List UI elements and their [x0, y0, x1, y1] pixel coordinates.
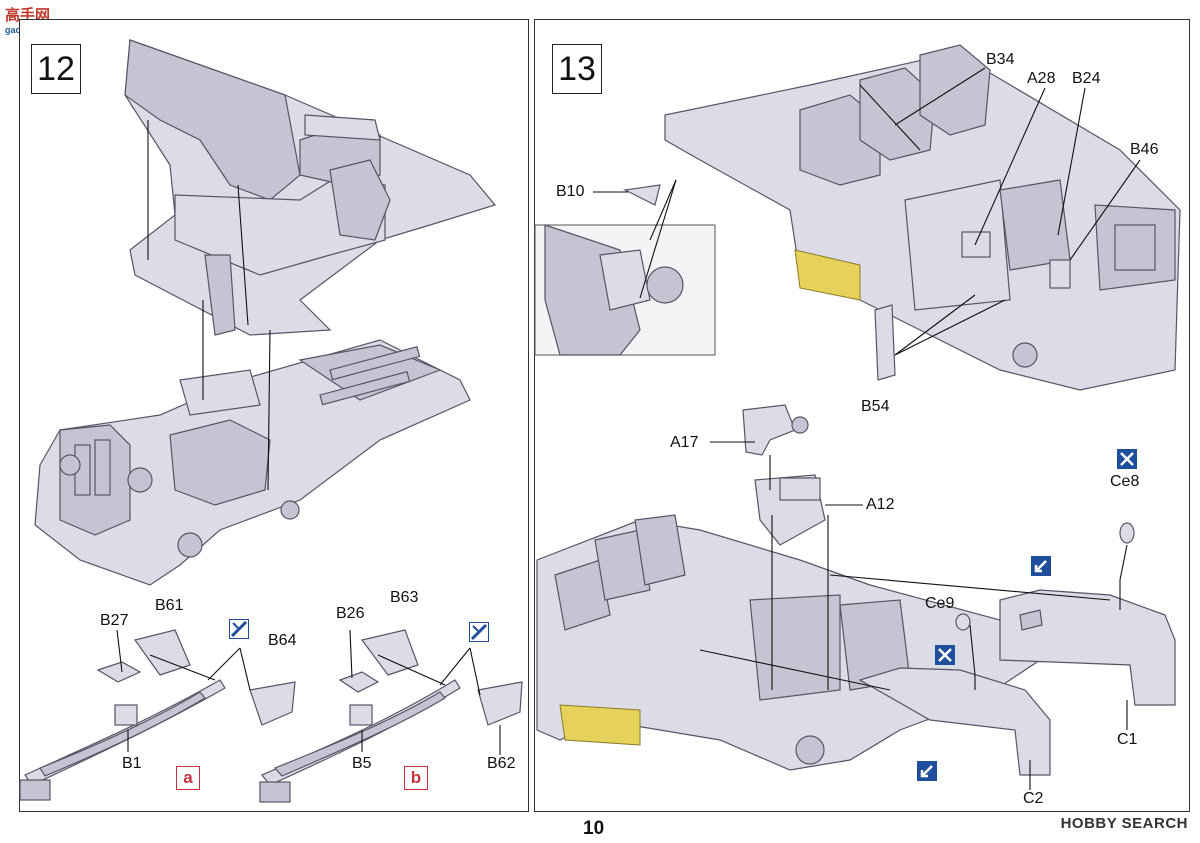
part-label-b10: B10 — [556, 183, 585, 200]
direction-icon — [1031, 556, 1051, 576]
cut-icon — [1117, 449, 1137, 469]
part-label-a17: A17 — [670, 434, 699, 451]
part-label-b63: B63 — [390, 589, 419, 606]
step13-detail-inset — [534, 179, 716, 356]
cut-icon — [935, 645, 955, 665]
part-label-b1: B1 — [122, 755, 142, 772]
glue-icon — [469, 622, 489, 642]
glue-icon — [229, 619, 249, 639]
step12-body-tub — [124, 39, 497, 336]
part-label-ce8: Ce8 — [1110, 473, 1140, 490]
step-12-number: 12 — [31, 44, 81, 94]
part-label-b46: B46 — [1130, 141, 1159, 158]
part-label-b62: B62 — [487, 755, 516, 772]
part-label-b61: B61 — [155, 597, 184, 614]
step12-leader-lines — [116, 120, 501, 755]
part-label-b24: B24 — [1072, 70, 1101, 87]
step12-chassis — [34, 339, 471, 586]
page-number: 10 — [583, 818, 605, 839]
variant-b-badge: b — [404, 766, 428, 790]
part-label-a12: A12 — [866, 496, 895, 513]
part-label-b64: B64 — [268, 632, 297, 649]
variant-a-badge: a — [176, 766, 200, 790]
step13-leader-lines — [699, 67, 1141, 790]
part-label-b26: B26 — [336, 605, 365, 622]
part-label-b5: B5 — [352, 755, 372, 772]
part-label-b54: B54 — [861, 398, 890, 415]
part-label-ce9: Ce9 — [925, 595, 955, 612]
part-label-b27: B27 — [100, 612, 129, 629]
part-label-c2: C2 — [1023, 790, 1044, 807]
step13-upper-vehicle — [664, 44, 1181, 391]
part-label-a28: A28 — [1027, 70, 1056, 87]
direction-icon — [917, 761, 937, 781]
part-label-c1: C1 — [1117, 731, 1138, 748]
step-13-number: 13 — [552, 44, 602, 94]
step12-spring-a — [19, 629, 296, 801]
brand-watermark: HOBBY SEARCH — [1060, 815, 1188, 832]
part-label-b34: B34 — [986, 51, 1015, 68]
step13-small-parts — [955, 522, 1135, 676]
step12-spring-b — [259, 629, 523, 803]
step13-fenders — [858, 589, 1176, 776]
